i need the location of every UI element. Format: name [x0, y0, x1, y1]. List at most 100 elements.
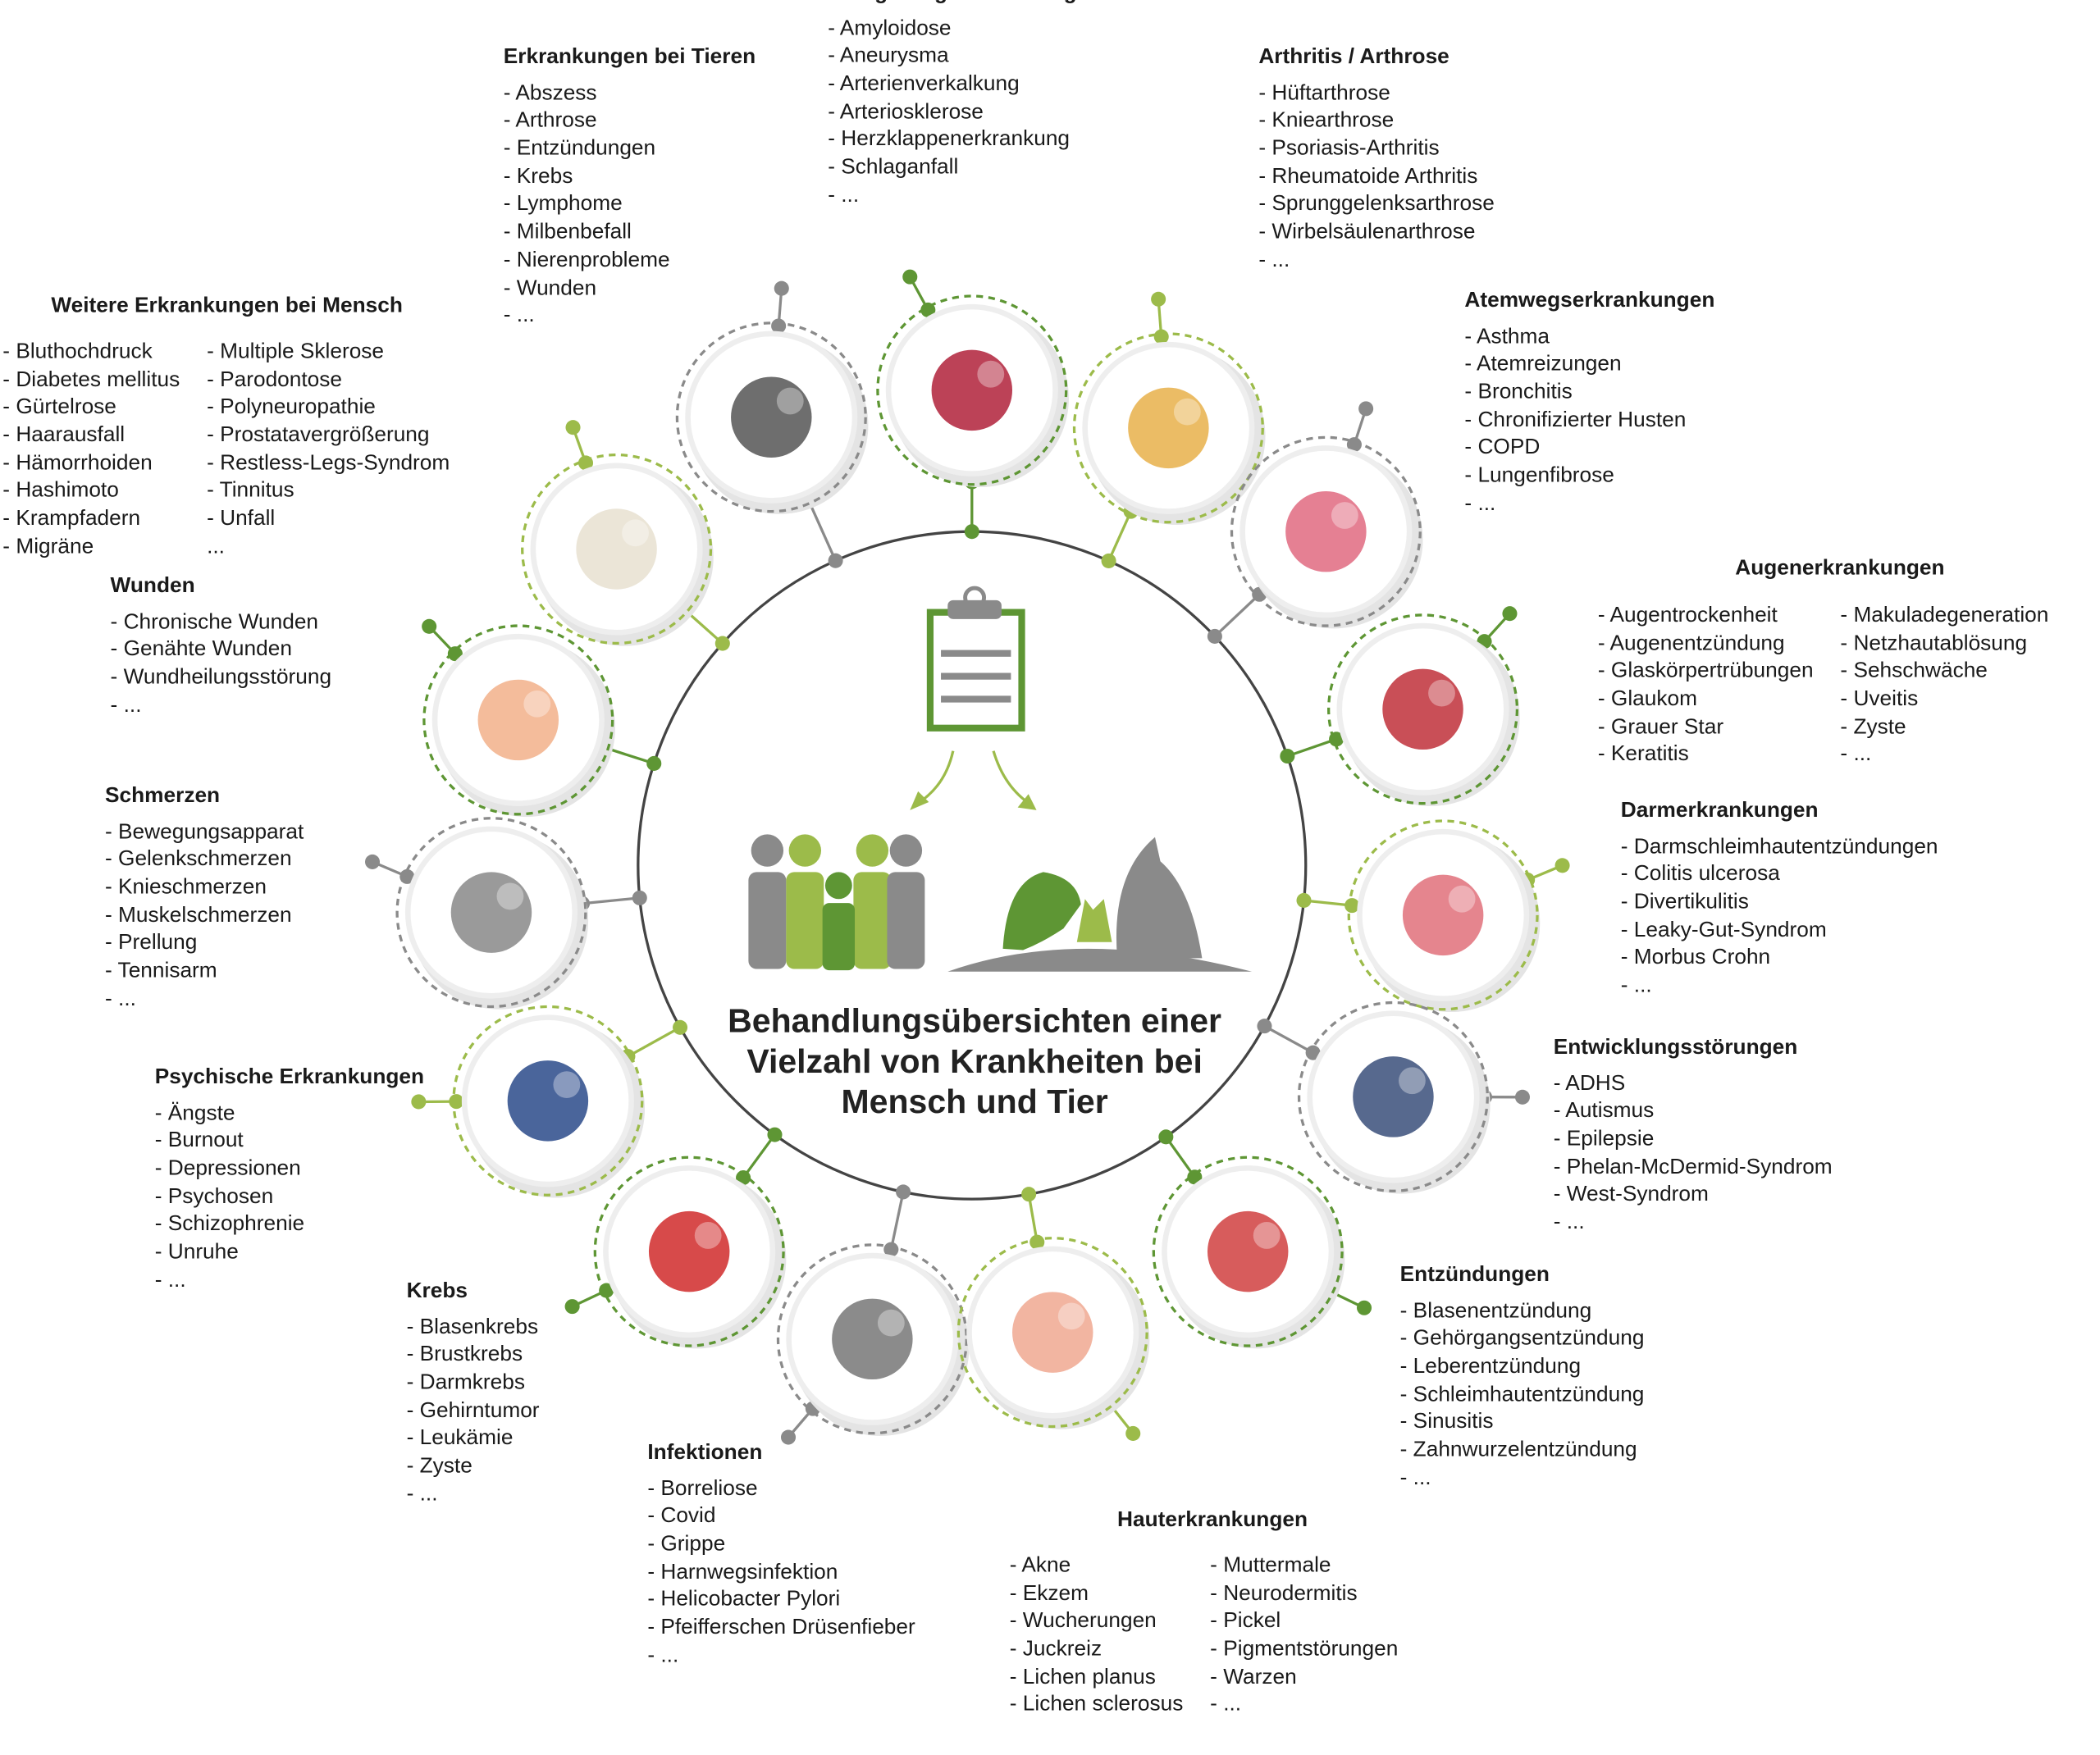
list-item: - Asthma [1464, 325, 1550, 349]
blood-vessel-icon [876, 294, 1069, 488]
virus-icon [776, 1243, 970, 1436]
list-item: - Lichen sclerosus [1009, 1693, 1184, 1716]
list-item: - Parodontose [207, 368, 343, 392]
list-item: - Darmkrebs [406, 1371, 526, 1395]
list-item: - Borreliose [647, 1477, 758, 1501]
icon-illustration [1402, 874, 1484, 956]
category-block: Wunden- Chronische Wunden- Genähte Wunde… [111, 573, 332, 721]
category-items: - Abszess- Arthrose- Entzündungen- Krebs… [504, 80, 756, 331]
icon-dashed-border [452, 1005, 644, 1197]
item-column: - Blasenentzündung- Gehörgangsentzündung… [1400, 1298, 1645, 1493]
category-items: - Bewegungsapparat- Gelenkschmerzen- Kni… [105, 819, 304, 1014]
list-item: - Phelan-McDermid-Syndrom [1553, 1156, 1833, 1179]
category-items: - Chronische Wunden- Genähte Wunden- Wun… [111, 609, 332, 721]
category-block: Schmerzen - Bewegungsapparat- Gelenkschme… [105, 783, 304, 1014]
list-item: - Hämorrhoiden [2, 451, 153, 475]
cancer-cell-icon [593, 1156, 787, 1349]
center-title: Behandlungsübersichten einer Vielzahl vo… [638, 1001, 1311, 1123]
list-item: - Arteriosklerose [828, 100, 984, 124]
item-column: - Muttermale- Neurodermitis- Pickel- Pig… [1210, 1553, 1398, 1721]
category-title: Augenerkrankungen [1735, 557, 1945, 581]
list-item: - ... [828, 184, 860, 207]
icon-dashed-border [422, 624, 614, 816]
list-item: - Leaky-Gut-Syndrom [1620, 919, 1827, 942]
category-title: Psychische Erkrankungen [154, 1065, 425, 1089]
category-items: - Asthma- Atemreizungen- Bronchitis- Chr… [1464, 324, 1714, 519]
item-column: - Darmschleimhautentzündungen- Colitis u… [1621, 834, 1938, 1001]
category-block: Entwicklungsstörungen- ADHS- Autismus- E… [1554, 1035, 1833, 1238]
icon-dashed-border [1230, 435, 1422, 627]
list-item: - Unruhe [154, 1241, 239, 1265]
icon-illustration [450, 872, 532, 953]
list-item: - Gürtelrose [2, 396, 116, 419]
icon-dashed-border [1327, 613, 1519, 805]
item-column: - Multiple Sklerose- Parodontose- Polyne… [207, 340, 450, 563]
list-item: - Bluthochdruck [2, 340, 153, 364]
item-column: - Chronische Wunden- Genähte Wunden- Wun… [111, 609, 332, 721]
icon-highlight [1173, 398, 1201, 426]
list-item: - Psychosen [154, 1185, 274, 1209]
connector-dot [1021, 1187, 1037, 1202]
center-title-line: Mensch und Tier [841, 1083, 1108, 1121]
connector-dot [1356, 1300, 1372, 1315]
category-items: - Hüftarthrose- Kniearthrose- Psoriasis-… [1258, 80, 1495, 276]
category-title: Arthritis / Arthrose [1258, 45, 1449, 69]
center-title-line: Behandlungsübersichten einer [728, 1002, 1222, 1041]
category-items: - Ängste- Burnout- Depressionen- Psychos… [155, 1101, 424, 1296]
list-item: - Divertikulitis [1620, 891, 1749, 914]
list-item: - Hüftarthrose [1258, 81, 1390, 105]
list-item: - Aneurysma [828, 44, 949, 68]
category-title: Schmerzen [104, 784, 221, 808]
item-column: - ADHS- Autismus- Epilepsie- Phelan-McDe… [1554, 1071, 1833, 1238]
list-item: - Prellung [104, 932, 198, 955]
connector-dot [774, 280, 789, 296]
list-item: - ... [1553, 1211, 1585, 1235]
list-item: - Neurodermitis [1210, 1582, 1358, 1606]
item-column: - Borreliose- Covid- Grippe- Harnwegsinf… [647, 1476, 915, 1671]
list-item: - ADHS [1553, 1072, 1626, 1096]
category-items: - Darmschleimhautentzündungen- Colitis u… [1621, 834, 1938, 1001]
connector-dot [565, 420, 581, 435]
connector-dot [673, 1019, 688, 1035]
connector-dot [1346, 437, 1362, 453]
category-block: Psychische Erkrankungen - Ängste- Burnout… [155, 1064, 424, 1295]
connector-line [807, 499, 838, 562]
category-items: - Blasenkrebs- Brustkrebs- Darmkrebs- Ge… [407, 1315, 540, 1510]
icon-illustration [1128, 387, 1209, 469]
connector-dot [1257, 1019, 1272, 1034]
connector-dot [1101, 553, 1116, 568]
connector-line [889, 1192, 905, 1250]
list-item: - ... [1258, 248, 1290, 272]
icon-highlight [1331, 502, 1358, 529]
connector-dot [1554, 858, 1570, 873]
list-item: - Autismus [1553, 1100, 1655, 1124]
connector-dot [883, 1242, 899, 1257]
connector-line [742, 1133, 776, 1179]
list-item: - ... [1210, 1693, 1242, 1716]
connector-dot [1502, 606, 1518, 622]
item-column: - Augentrockenheit- Augenentzündung- Gla… [1598, 603, 1814, 770]
connector-line [582, 896, 640, 905]
dog-cat-icon [675, 321, 869, 514]
list-item: - Wundheilungsstörung [110, 666, 332, 690]
list-item: - Amyloidose [828, 16, 952, 40]
connector-line [1027, 1193, 1039, 1242]
category-title: Entwicklungsstörungen [1553, 1036, 1798, 1060]
icon-highlight [496, 882, 524, 910]
list-item: - Psoriasis-Arthritis [1258, 137, 1440, 161]
list-item: - Unfall [207, 507, 276, 531]
icon-highlight [1448, 885, 1476, 913]
list-item: - Darmschleimhautentzündungen [1620, 835, 1938, 859]
list-item: - Chronifizierter Husten [1464, 408, 1687, 432]
list-item: - Ängste [154, 1101, 235, 1125]
people-family-icon [748, 834, 925, 971]
icon-illustration [576, 508, 657, 590]
list-item: - Schleimhautentzündung [1399, 1383, 1645, 1406]
list-item: - Polyneuropathie [207, 396, 376, 419]
connector-line [1263, 1024, 1314, 1055]
list-item: - Tinnitus [207, 479, 294, 503]
connector-dot [1344, 898, 1360, 914]
icon-highlight [776, 387, 804, 415]
connector-dot [1125, 1425, 1141, 1441]
lungs-icon [1230, 435, 1423, 629]
